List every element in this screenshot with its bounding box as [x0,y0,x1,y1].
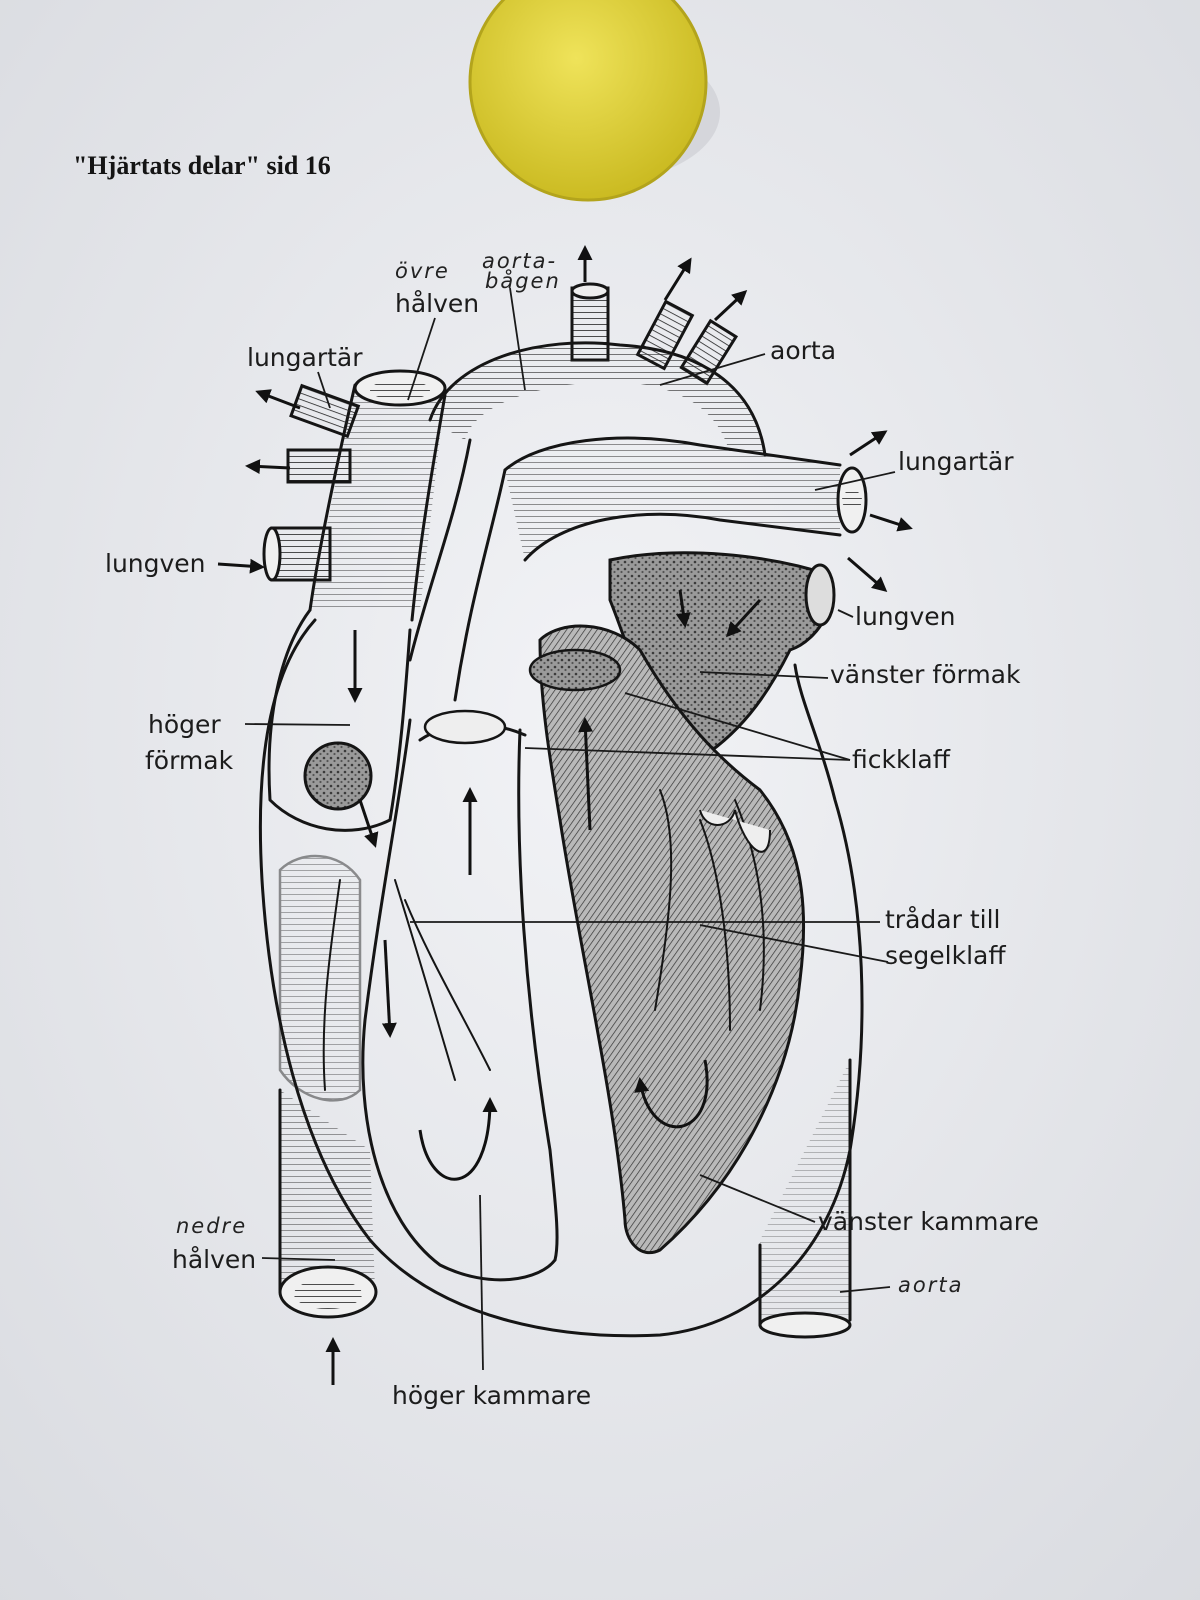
label-tradar-2: segelklaff [885,941,1006,970]
label-leader-lines [244,287,896,1371]
heart-illustration [258,282,868,1339]
label-vanster-kammare: vänster kammare [818,1207,1039,1236]
diagram-labels: övre hålven aorta- bågen aorta lungartär… [105,249,1039,1410]
label-aortabagen-1: aorta- [482,249,557,273]
label-lungartar-left: lungartär [247,343,363,372]
label-vanster-formak: vänster förmak [830,660,1021,689]
label-nedre-halven-1: nedre [176,1214,247,1238]
label-lungven-right: lungven [855,602,956,631]
label-tradar-1: trådar till [885,905,1000,934]
label-ovre-halven-1: övre [395,259,450,283]
label-ovre-halven-2: hålven [395,289,479,318]
label-aorta-top: aorta [770,336,836,365]
label-nedre-halven-2: hålven [172,1245,256,1274]
label-hoger-formak-2: förmak [145,746,234,775]
label-lungven-left: lungven [105,549,206,578]
yellow-magnet-icon [468,0,720,202]
label-hoger-kammare: höger kammare [392,1381,591,1410]
page-title: "Hjärtats delar" sid 16 [73,151,331,180]
label-aortabagen-2: bågen [485,268,561,293]
label-aorta-bottom: aorta [898,1273,963,1297]
label-fickklaff: fickklaff [852,745,951,774]
label-lungartar-right: lungartär [898,447,1014,476]
label-hoger-formak-1: höger [148,710,221,739]
blood-flow-arrows [217,245,913,1385]
